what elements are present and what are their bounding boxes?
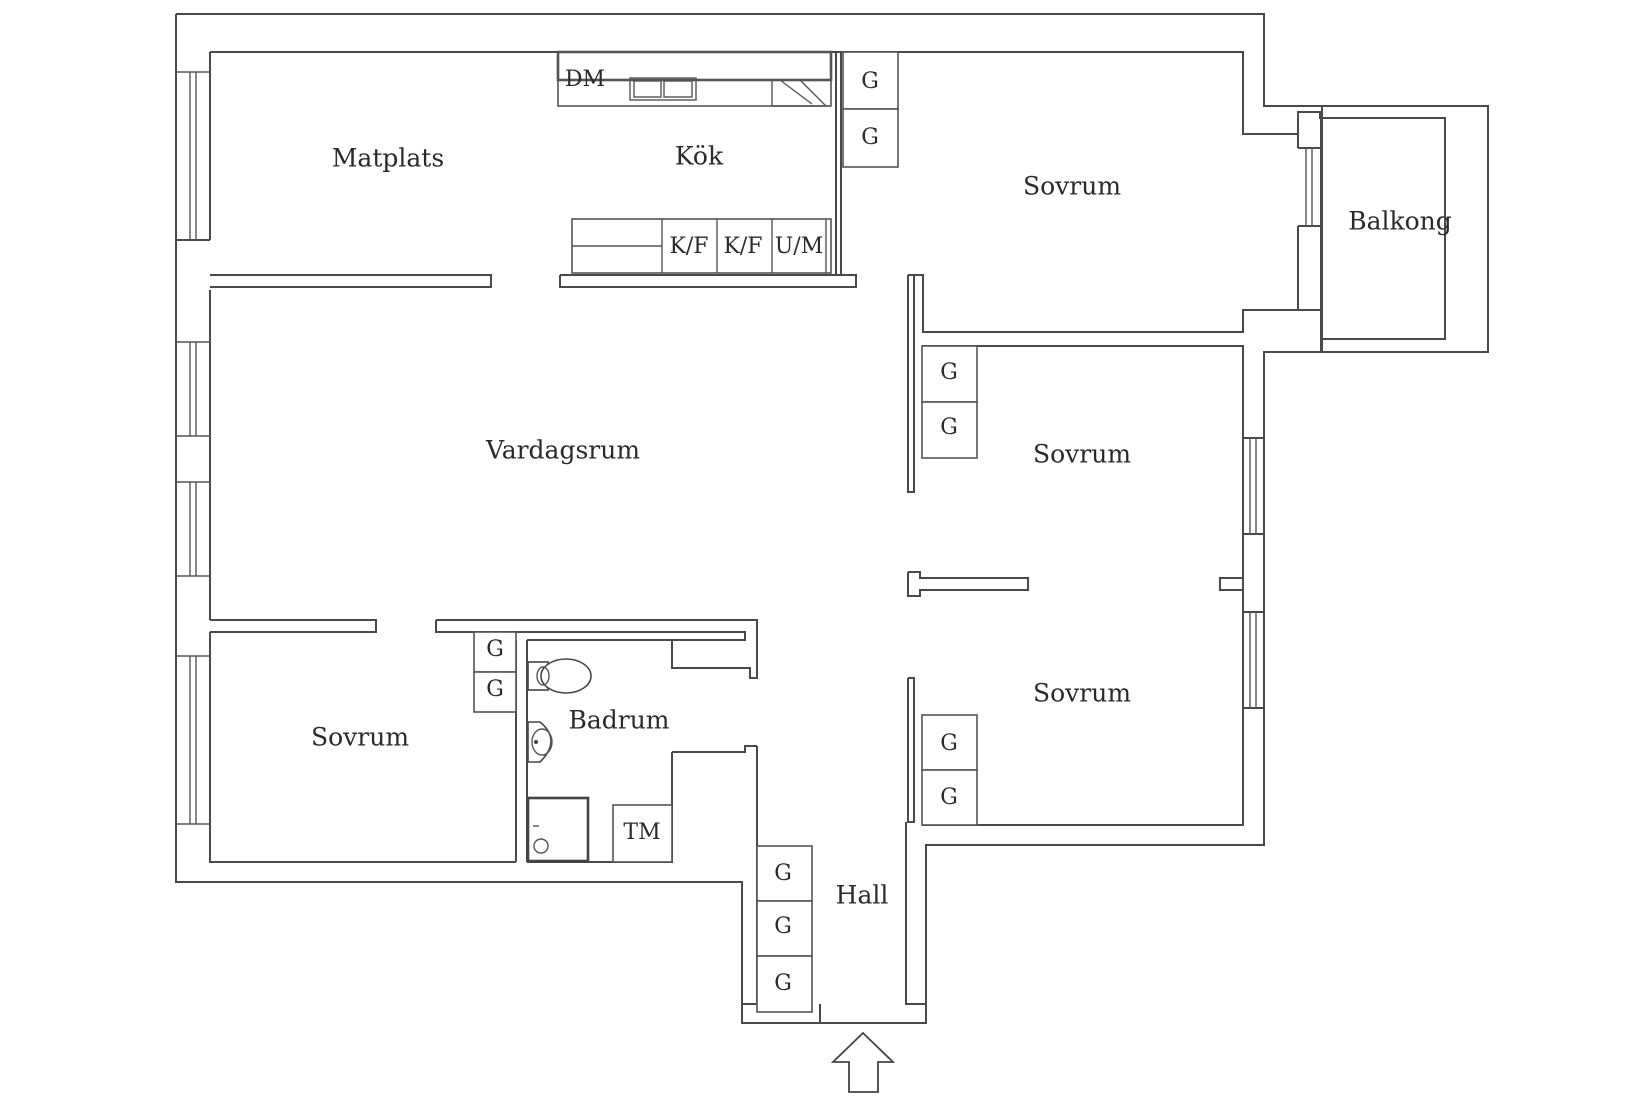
label-matplats: Matplats [332, 144, 444, 173]
label-washing-machine: TM [623, 820, 660, 845]
label-sovrum-se: Sovrum [1033, 679, 1131, 708]
shower-icon [526, 796, 590, 863]
entrance-arrow-icon [830, 1031, 896, 1093]
window-east-1 [1243, 437, 1264, 535]
closet-label: G [486, 637, 504, 662]
closet-label: G [861, 125, 879, 150]
kitchen-fixtures [556, 50, 833, 274]
toilet-icon [527, 658, 592, 694]
closet-label: G [940, 785, 958, 810]
closet-label: G [774, 914, 792, 939]
window-left-3 [176, 481, 210, 577]
label-balkong: Balkong [1348, 207, 1452, 236]
closet-label: G [486, 677, 504, 702]
closets [473, 51, 978, 1013]
label-dishwasher: DM [565, 67, 605, 92]
closet-1 [842, 51, 899, 110]
stove-icon [771, 79, 828, 107]
closet-3 [921, 345, 978, 403]
label-oven-microwave: U/M [775, 234, 823, 259]
label-vardagsrum: Vardagsrum [485, 436, 640, 465]
fixture-labels: DM K/F K/F U/M TM [565, 67, 823, 845]
closet-10 [756, 900, 813, 957]
washbasin-icon [527, 721, 553, 763]
window-left-2 [176, 341, 210, 437]
closet-8 [473, 671, 517, 713]
interior-walls [210, 52, 1298, 1023]
closet-label: G [861, 69, 879, 94]
label-badrum: Badrum [568, 706, 669, 735]
closet-label: G [940, 415, 958, 440]
closet-labels: G G G G G G G G G G G [486, 69, 958, 996]
label-fridge-freezer-1: K/F [669, 234, 708, 259]
washing-machine-box [612, 804, 673, 863]
label-sovrum-ne: Sovrum [1023, 172, 1121, 201]
outer-walls [175, 13, 1489, 1024]
bathroom-fixtures [526, 658, 673, 863]
closet-4 [921, 401, 978, 459]
window-left-1 [176, 71, 210, 240]
closet-11 [756, 955, 813, 1013]
closet-2 [842, 108, 899, 168]
closet-label: G [774, 861, 792, 886]
label-sovrum-sw: Sovrum [311, 723, 409, 752]
window-east-2 [1243, 611, 1264, 709]
sink-icon [629, 77, 697, 101]
closet-label: G [774, 971, 792, 996]
closet-label: G [940, 731, 958, 756]
closet-9 [756, 845, 813, 902]
closet-6 [921, 769, 978, 826]
window-left-4 [176, 655, 210, 825]
label-hall: Hall [836, 881, 889, 910]
label-sovrum-e: Sovrum [1033, 440, 1131, 469]
room-labels: Matplats Kök Sovrum Balkong Vardagsrum S… [311, 142, 1452, 910]
balcony [1297, 106, 1446, 352]
label-kok: Kök [675, 142, 724, 171]
label-fridge-freezer-2: K/F [723, 234, 762, 259]
closet-label: G [940, 360, 958, 385]
